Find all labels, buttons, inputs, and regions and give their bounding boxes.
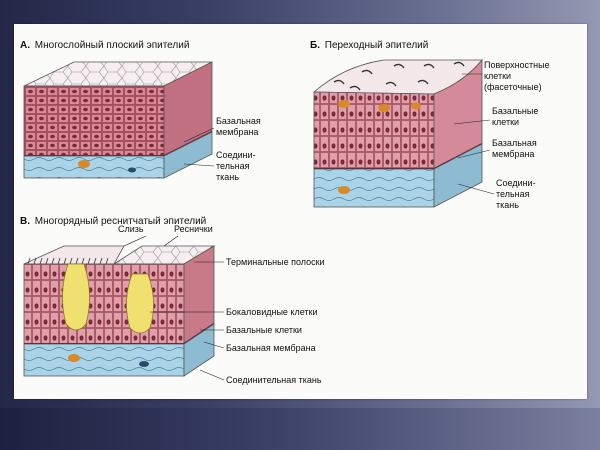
svg-text:ткань: ткань [216,172,239,182]
textbook-page: А. Многослойный плоский эпителий [14,24,587,399]
panel-a-epithelium [23,85,165,157]
label-cilia: Реснички [174,224,213,234]
label-basal-cells-b: Базальные [492,106,538,116]
svg-text:(фасеточные): (фасеточные) [484,82,542,92]
svg-text:ткань: ткань [496,200,519,210]
panel-a-connective [23,155,165,179]
label-connective-a: Соедини- [216,150,256,160]
panel-b-title: Б. Переходный эпителий [310,40,428,51]
panel-c-cilia [27,257,109,265]
slide-footer [0,408,600,450]
svg-text:мембрана: мембрана [216,127,258,137]
label-basal-membrane-a: Базальная [216,116,261,126]
panel-b-connective [313,168,435,208]
panel-stratified-squamous: А. Многослойный плоский эпителий [20,40,261,182]
epithelium-diagram: А. Многослойный плоский эпителий [20,40,550,385]
panel-c-goblet-cell-1 [62,263,90,331]
panel-transitional: Б. Переходный эпителий [310,40,550,210]
panel-c-mucus [23,245,125,265]
panel-b-facets [333,61,465,91]
panel-pseudostratified-ciliated: В. Многорядный реснитчатый эпителий [20,216,325,385]
svg-text:клетки: клетки [484,71,511,81]
panel-b-side [433,58,483,170]
panel-c-title: В. Многорядный реснитчатый эпителий [20,216,206,227]
svg-text:тельная: тельная [496,189,530,199]
label-connective-b: Соедини- [496,178,536,188]
svg-text:тельная: тельная [216,161,250,171]
label-connective-c: Соединительная ткань [226,375,322,385]
label-goblet-cells: Бокаловидные клетки [226,307,318,317]
label-terminal-bars: Терминальные полоски [226,257,325,267]
label-basal-membrane-b: Базальная [492,138,537,148]
label-basal-cells-c: Базальные клетки [226,325,302,335]
label-basal-membrane-c: Базальная мембрана [226,343,316,353]
panel-a-title: А. Многослойный плоский эпителий [20,40,189,51]
panel-c-goblet-cell-2 [126,273,154,334]
label-surface-cells: Поверхностные [484,60,550,70]
label-mucus: Слизь [118,224,144,234]
svg-text:клетки: клетки [492,117,519,127]
panel-a-cell-nucleus [78,160,90,168]
panel-c-epithelium [23,263,185,345]
panel-c-connective [23,343,185,377]
svg-text:мембрана: мембрана [492,149,534,159]
